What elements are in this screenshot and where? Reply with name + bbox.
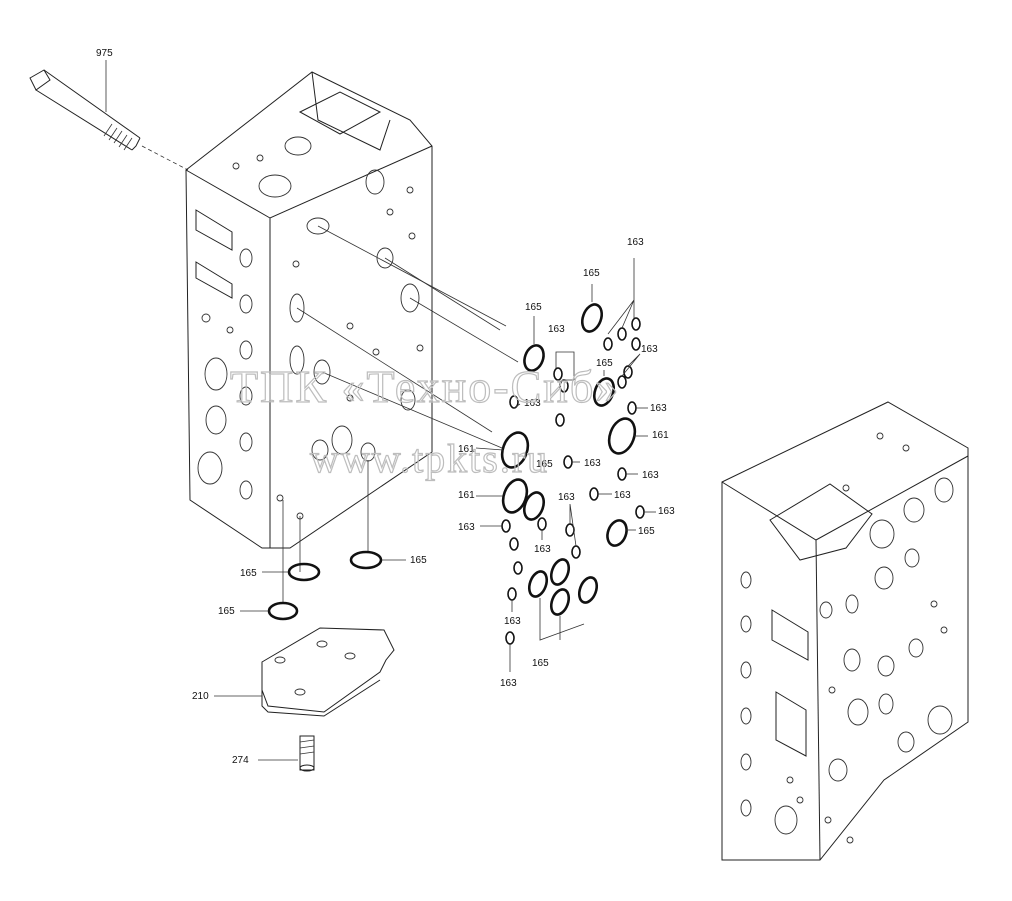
o-ring-165[interactable] — [548, 587, 572, 617]
o-ring-165[interactable] — [579, 302, 605, 334]
o-ring-161[interactable] — [498, 429, 533, 471]
callout-163: 163 — [642, 470, 659, 481]
callout-165: 165 — [638, 526, 655, 537]
callout-163: 163 — [641, 344, 658, 355]
callout-161: 161 — [458, 444, 475, 455]
o-ring-165[interactable] — [521, 490, 547, 522]
o-ring-165[interactable] — [548, 557, 572, 587]
left-valve-block — [185, 71, 519, 604]
callout-975: 975 — [96, 48, 113, 59]
callout-163: 163 — [627, 237, 644, 248]
o-ring-165[interactable] — [591, 376, 617, 408]
watermark: ТПК «Техно-Сиб» www.tpkts.ru — [229, 360, 620, 481]
callout-163: 163 — [650, 403, 667, 414]
callout-163: 163 — [504, 616, 521, 627]
callout-163: 163 — [458, 522, 475, 533]
callout-210: 210 — [192, 691, 209, 702]
callout-165: 165 — [596, 358, 613, 369]
o-ring-161[interactable] — [605, 415, 640, 457]
o-rings-left — [240, 550, 406, 621]
callout-163: 163 — [658, 506, 675, 517]
watermark-url: www.tpkts.ru — [310, 436, 549, 481]
callout-165: 165 — [536, 459, 553, 470]
right-valve-block — [721, 401, 969, 861]
callout-161: 161 — [458, 490, 475, 501]
screw-274[interactable] — [258, 735, 315, 772]
callout-161: 161 — [652, 430, 669, 441]
o-ring-165[interactable] — [604, 518, 630, 549]
callout-165: 165 — [525, 302, 542, 313]
o-ring-165[interactable] — [267, 601, 299, 621]
callout-274: 274 — [232, 755, 249, 766]
callout-163: 163 — [584, 458, 601, 469]
o-ring-165[interactable] — [576, 575, 600, 605]
callout-labels: 975 163 165 165 163 165 163 163 163 161 … — [96, 48, 675, 766]
callout-163: 163 — [500, 678, 517, 689]
o-ring-165[interactable] — [287, 562, 321, 582]
o-ring-group — [475, 258, 656, 672]
watermark-company: ТПК «Техно-Сиб» — [230, 361, 620, 412]
o-ring-165[interactable] — [521, 343, 547, 374]
callout-163: 163 — [548, 324, 565, 335]
o-ring-165[interactable] — [526, 569, 550, 599]
callout-163: 163 — [614, 490, 631, 501]
cover-plate-210[interactable] — [214, 627, 395, 717]
callout-163: 163 — [558, 492, 575, 503]
callout-163: 163 — [534, 544, 551, 555]
callout-165: 165 — [218, 606, 235, 617]
o-ring-161[interactable] — [499, 476, 531, 515]
callout-165: 165 — [410, 555, 427, 566]
callout-163: 163 — [524, 398, 541, 409]
callout-165: 165 — [583, 268, 600, 279]
o-ring-165[interactable] — [349, 550, 383, 570]
callout-165: 165 — [240, 568, 257, 579]
callout-165: 165 — [532, 658, 549, 669]
long-bolt-975[interactable] — [29, 69, 189, 171]
